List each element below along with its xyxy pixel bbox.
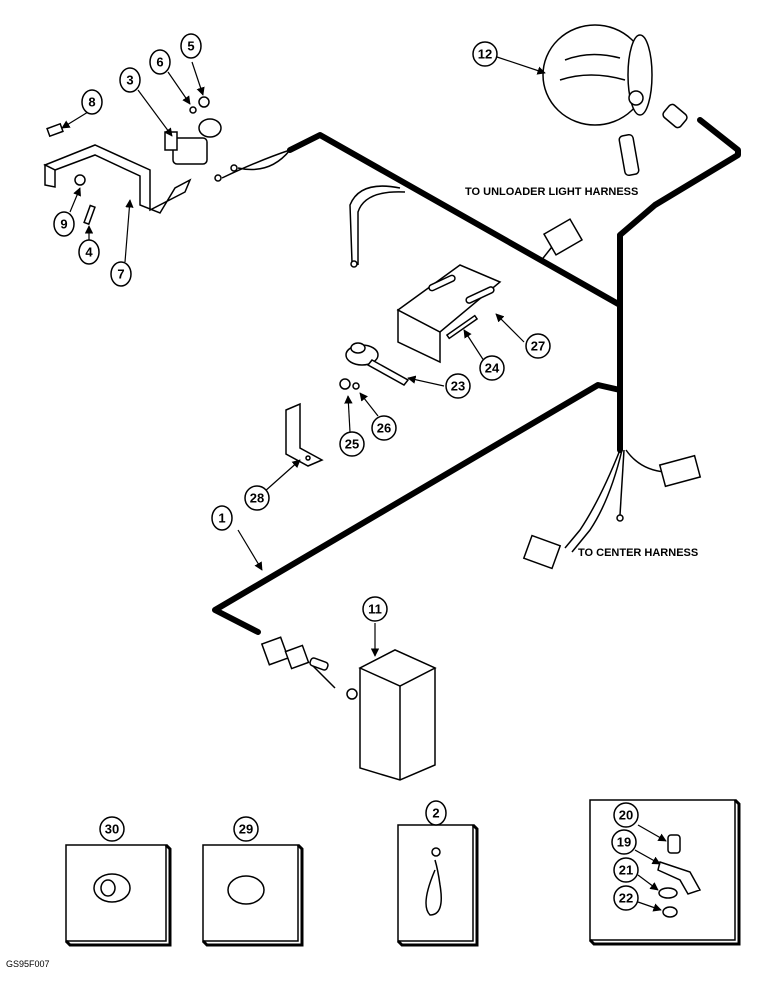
callout-27: 27 xyxy=(525,333,551,359)
inset-30 xyxy=(64,843,172,947)
small-bracket xyxy=(285,402,324,467)
callout-24: 24 xyxy=(479,355,505,381)
leader-lines xyxy=(61,56,667,912)
callout-19-label: 19 xyxy=(617,835,631,850)
callout-28-label: 28 xyxy=(250,491,264,506)
callout-29: 29 xyxy=(233,816,259,842)
callout-21: 21 xyxy=(613,857,639,883)
alarm-box xyxy=(309,649,437,781)
callout-7-label: 7 xyxy=(117,267,124,282)
callout-29-label: 29 xyxy=(239,822,253,837)
callout-12: 12 xyxy=(472,41,498,67)
callout-22-label: 22 xyxy=(619,891,633,906)
callout-21-label: 21 xyxy=(619,863,633,878)
callout-4: 4 xyxy=(78,239,100,265)
callout-28: 28 xyxy=(244,485,270,511)
inset-19-22 xyxy=(588,798,741,946)
callout-19: 19 xyxy=(611,829,637,855)
callout-1: 1 xyxy=(211,505,233,531)
callout-30-label: 30 xyxy=(105,822,119,837)
main-harness xyxy=(212,117,741,689)
callout-26-label: 26 xyxy=(377,421,391,436)
callout-5: 5 xyxy=(180,33,202,59)
callout-27-label: 27 xyxy=(531,339,545,354)
light-assembly xyxy=(542,24,688,177)
callout-3-label: 3 xyxy=(126,73,133,88)
callout-30: 30 xyxy=(99,816,125,842)
callout-20: 20 xyxy=(613,802,639,828)
callout-2: 2 xyxy=(425,800,447,826)
callout-2-label: 2 xyxy=(432,806,439,821)
callout-8-label: 8 xyxy=(88,95,95,110)
inset-2 xyxy=(396,823,479,947)
mounting-bracket xyxy=(43,122,192,226)
callout-22: 22 xyxy=(613,885,639,911)
callout-23-label: 23 xyxy=(451,379,465,394)
switch-bracket-assembly xyxy=(339,264,502,390)
callout-11: 11 xyxy=(362,596,388,622)
callout-6-label: 6 xyxy=(156,55,163,70)
callout-9-label: 9 xyxy=(60,217,67,232)
callout-5-label: 5 xyxy=(187,39,194,54)
callout-7: 7 xyxy=(110,261,132,287)
callout-23: 23 xyxy=(445,373,471,399)
callout-9: 9 xyxy=(53,211,75,237)
unloader-harness-note: TO UNLOADER LIGHT HARNESS xyxy=(465,186,638,198)
relay-assembly xyxy=(164,96,222,165)
callout-20-label: 20 xyxy=(619,808,633,823)
callout-6: 6 xyxy=(149,49,171,75)
center-harness-note: TO CENTER HARNESS xyxy=(578,547,698,559)
inset-29 xyxy=(201,843,304,947)
callout-8: 8 xyxy=(81,89,103,115)
callout-3: 3 xyxy=(119,67,141,93)
callout-26: 26 xyxy=(371,415,397,441)
callout-24-label: 24 xyxy=(485,361,500,376)
callout-11-label: 11 xyxy=(368,602,382,617)
callout-4-label: 4 xyxy=(85,245,93,260)
figure-code: GS95F007 xyxy=(6,959,50,969)
callout-25: 25 xyxy=(339,431,365,457)
callout-12-label: 12 xyxy=(478,47,492,62)
callout-25-label: 25 xyxy=(345,437,359,452)
callout-1-label: 1 xyxy=(218,511,225,526)
